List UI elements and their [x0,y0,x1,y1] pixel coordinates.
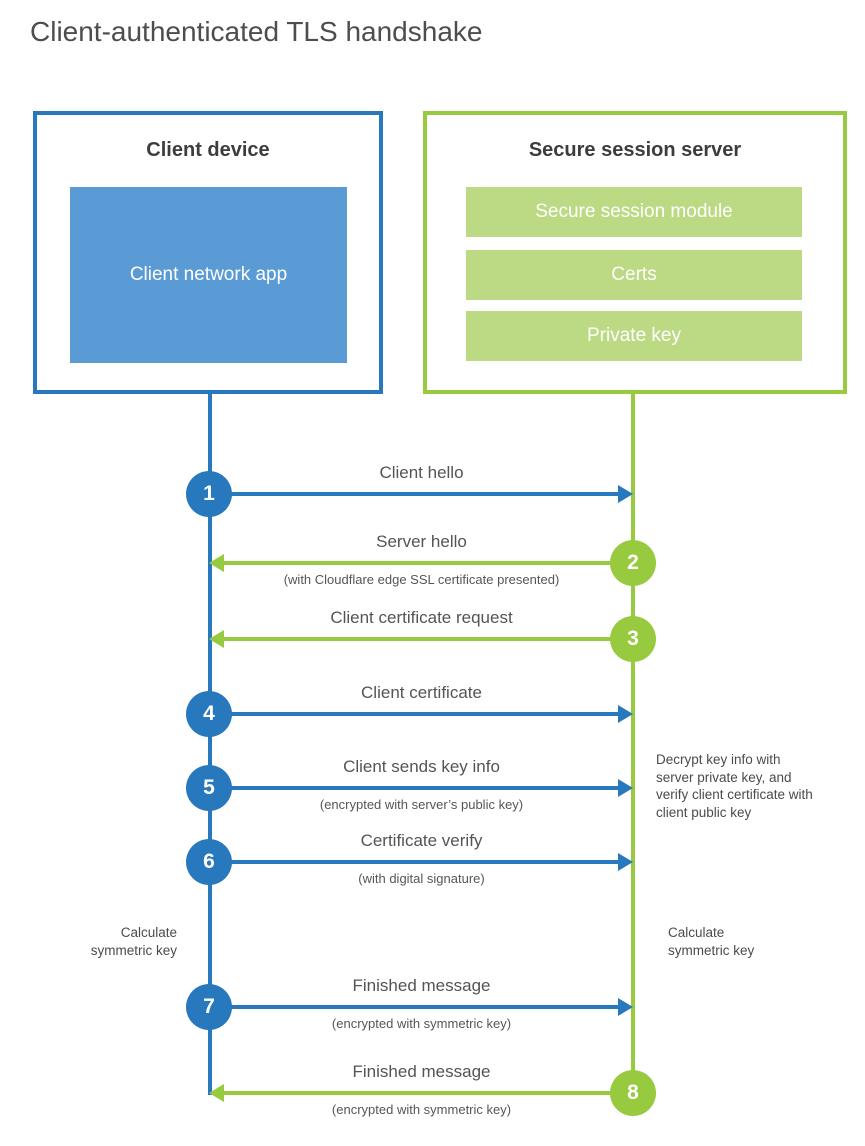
arrow-line [210,492,618,496]
server-module-label: Private key [587,325,681,346]
server-module-secure-session: Secure session module [466,187,802,237]
message-sublabel: (with digital signature) [358,871,485,886]
step-number-badge: 3 [610,616,656,662]
page-title: Client-authenticated TLS handshake [30,16,483,47]
arrow-right-icon [618,998,633,1016]
arrow-line [210,860,618,864]
client-network-app-label: Client network app [129,264,288,285]
message-label: Client certificate [361,683,482,702]
arrow-right-icon [618,485,633,503]
step-number-badge: 5 [186,765,232,811]
step-number-badge: 1 [186,471,232,517]
arrow-line [224,1091,633,1095]
step-number-badge: 4 [186,691,232,737]
server-module-certs: Certs [466,250,802,300]
arrow-left-icon [209,554,224,572]
server-module-private-key: Private key [466,311,802,361]
arrow-line [224,637,633,641]
step-number-badge: 8 [610,1070,656,1116]
message-label: Client hello [379,463,464,482]
arrow-line [210,786,618,790]
calculate-symmetric-key-note-server: Calculate symmetric key [668,924,778,959]
message-label: Certificate verify [360,831,483,850]
client-device-title: Client device [146,139,270,161]
message-label: Server hello [376,532,467,551]
arrow-left-icon [209,630,224,648]
note-line: Calculate [668,925,725,940]
client-network-app-box: Client network app [70,187,347,363]
server-lifeline [631,394,635,1095]
step-number-badge: 2 [610,540,656,586]
secure-session-server-title: Secure session server [528,139,742,161]
arrow-right-icon [618,705,633,723]
note-line: Calculate [120,925,177,940]
step-number-badge: 7 [186,984,232,1030]
message-label: Finished message [352,1062,491,1081]
decrypt-note: Decrypt key info with server private key… [656,752,813,820]
arrow-line [224,561,633,565]
message-sublabel: (encrypted with server’s public key) [319,797,524,812]
note-line: symmetric key [668,942,755,958]
message-label: Finished message [352,976,491,995]
arrow-left-icon [209,1084,224,1102]
message-label: Client certificate request [330,608,513,627]
server-module-label: Certs [611,264,657,285]
note-line: symmetric key [90,942,177,958]
calculate-symmetric-key-note-client: Calculate symmetric key [77,924,177,959]
message-sublabel: (encrypted with symmetric key) [331,1016,512,1031]
message-sublabel: (encrypted with symmetric key) [331,1102,512,1117]
arrow-line [210,1005,618,1009]
server-module-label: Secure session module [535,201,733,222]
step-number-badge: 6 [186,839,232,885]
arrow-right-icon [618,779,633,797]
message-label: Client sends key info [343,757,500,776]
arrow-right-icon [618,853,633,871]
client-lifeline [208,394,212,1095]
arrow-line [210,712,618,716]
message-sublabel: (with Cloudflare edge SSL certificate pr… [283,572,560,587]
